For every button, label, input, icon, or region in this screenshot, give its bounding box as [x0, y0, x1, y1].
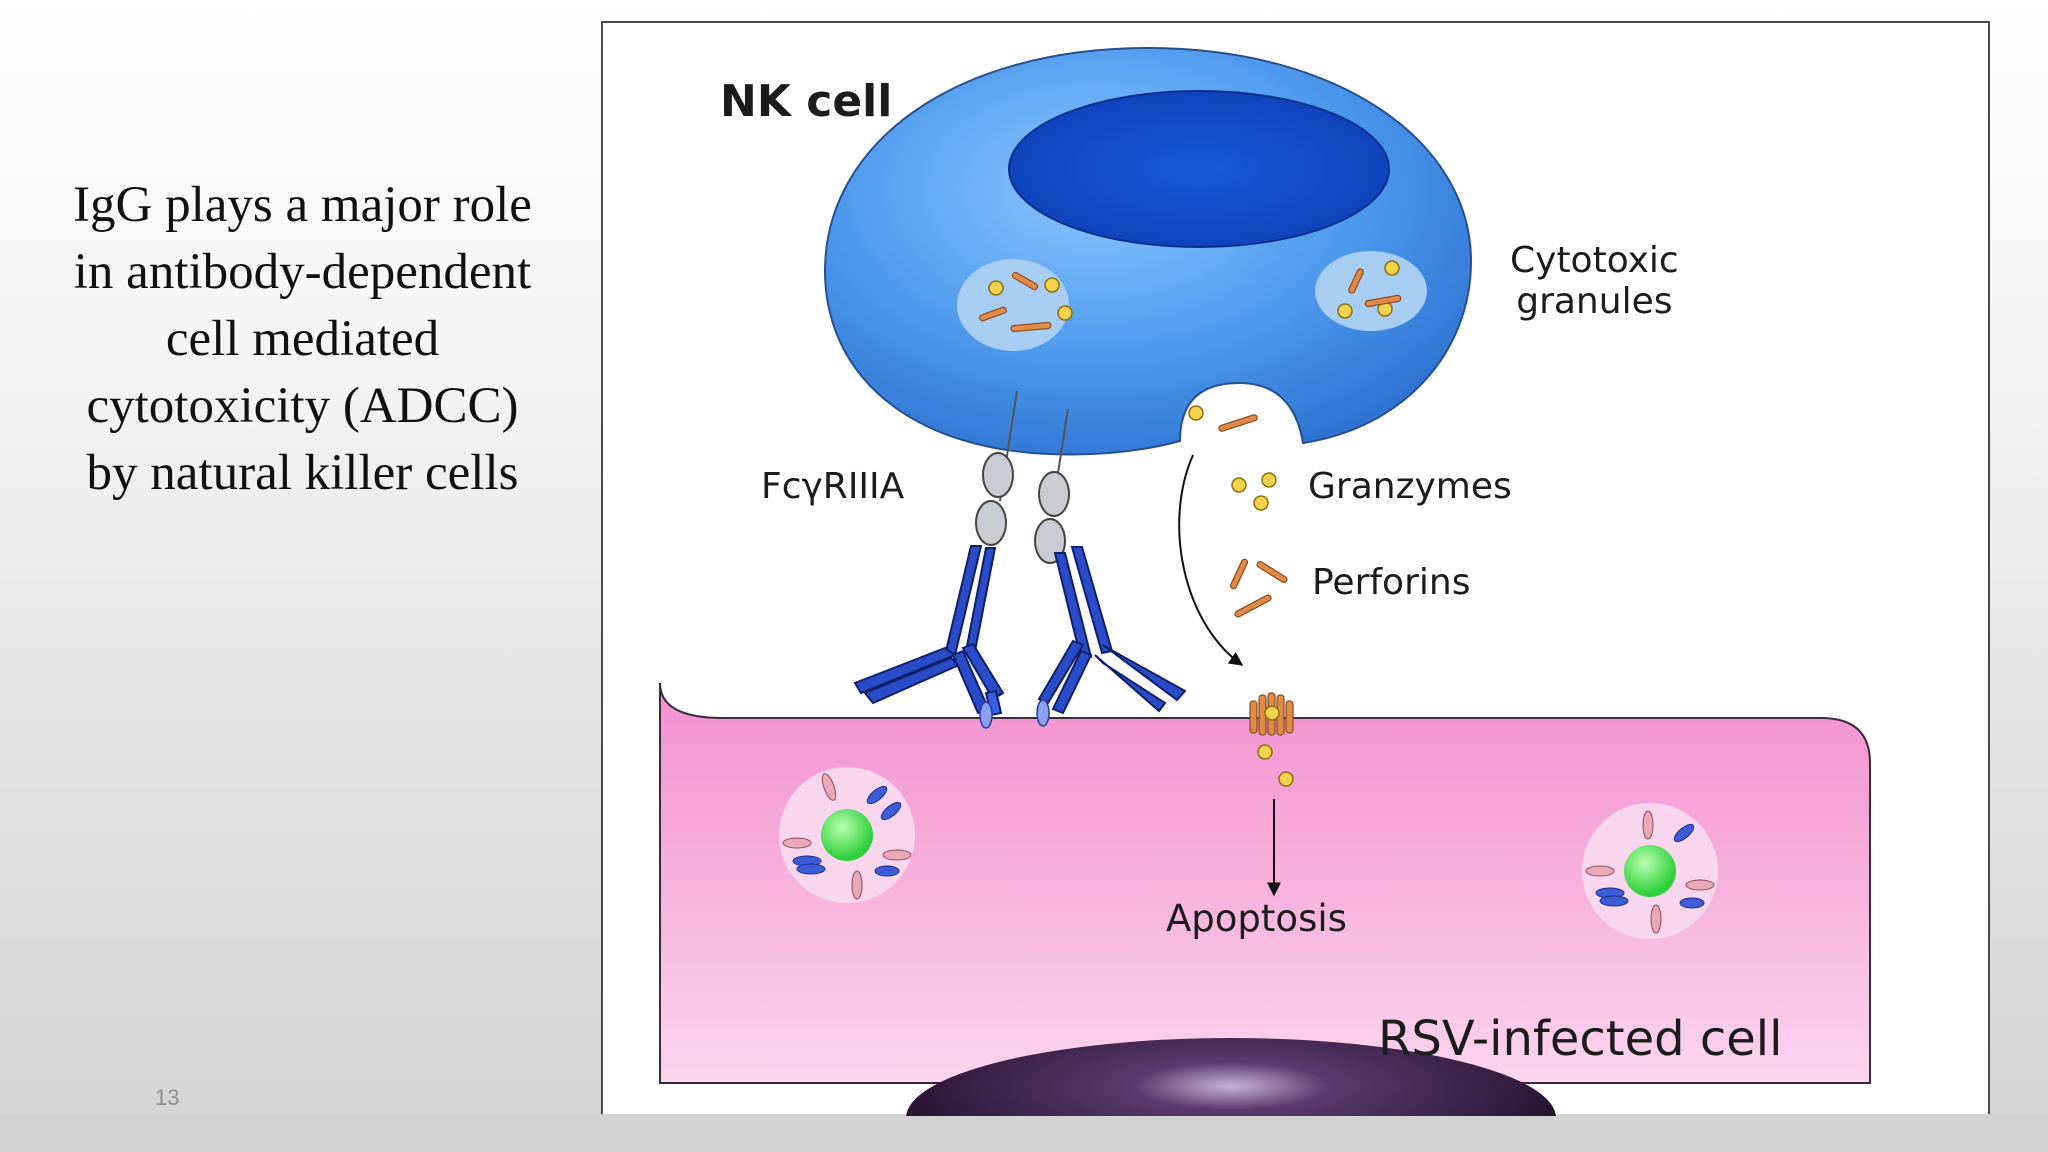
nk-cell-nucleus — [1008, 90, 1390, 248]
perforin-pore — [1249, 692, 1294, 736]
perforins-label: Perforins — [1312, 562, 1471, 603]
nk-cell-label: NK cell — [720, 76, 893, 127]
virus-particle-left — [779, 767, 915, 903]
perforins-icon — [1229, 558, 1288, 618]
granzymes-label: Granzymes — [1308, 466, 1512, 507]
fc-receptor-left — [975, 390, 1018, 546]
entering-granzyme — [1278, 771, 1294, 787]
synapse-granules — [1188, 405, 1258, 432]
infected-cell-nucleus — [906, 1038, 1556, 1116]
infected-cell-body — [659, 682, 1871, 1084]
antibody-right — [1037, 546, 1187, 715]
granule-left — [957, 259, 1073, 351]
slide-text-line: by natural killer cells — [86, 445, 519, 501]
infected-cell-label: RSV-infected cell — [1378, 1011, 1783, 1067]
entering-granzyme — [1257, 744, 1273, 760]
release-arrow — [1178, 454, 1244, 666]
adcc-diagram-graphic — [659, 46, 1871, 1116]
granzymes-icon — [1231, 472, 1277, 511]
antibody-left — [853, 545, 1005, 717]
fc-receptor-label: FcγRIIIA — [761, 466, 905, 507]
slide-text-line: cell mediated — [165, 311, 440, 367]
adcc-diagram: NK cell Cytotoxic granules FcγRIIIA Gran… — [601, 21, 1990, 1116]
bottom-band — [0, 1114, 2048, 1152]
page-number: 13 — [155, 1085, 180, 1110]
cytotoxic-label-line2: granules — [1516, 281, 1673, 322]
slide-text-line: in antibody-dependent — [73, 244, 532, 300]
cytotoxic-label-line1: Cytotoxic — [1510, 240, 1679, 281]
virus-particle-right — [1582, 803, 1718, 939]
slide-text-line: cytotoxicity (ADCC) — [86, 378, 519, 434]
antigen-left — [979, 701, 993, 729]
slide-text-line: IgG plays a major role — [73, 177, 532, 233]
slide-body-text: IgG plays a major role in antibody-depen… — [30, 172, 575, 507]
granule-right — [1315, 251, 1427, 331]
antigen-right — [1036, 699, 1050, 727]
apoptosis-label: Apoptosis — [1166, 897, 1347, 940]
cytotoxic-granules-label: Cytotoxic granules — [1510, 240, 1679, 322]
